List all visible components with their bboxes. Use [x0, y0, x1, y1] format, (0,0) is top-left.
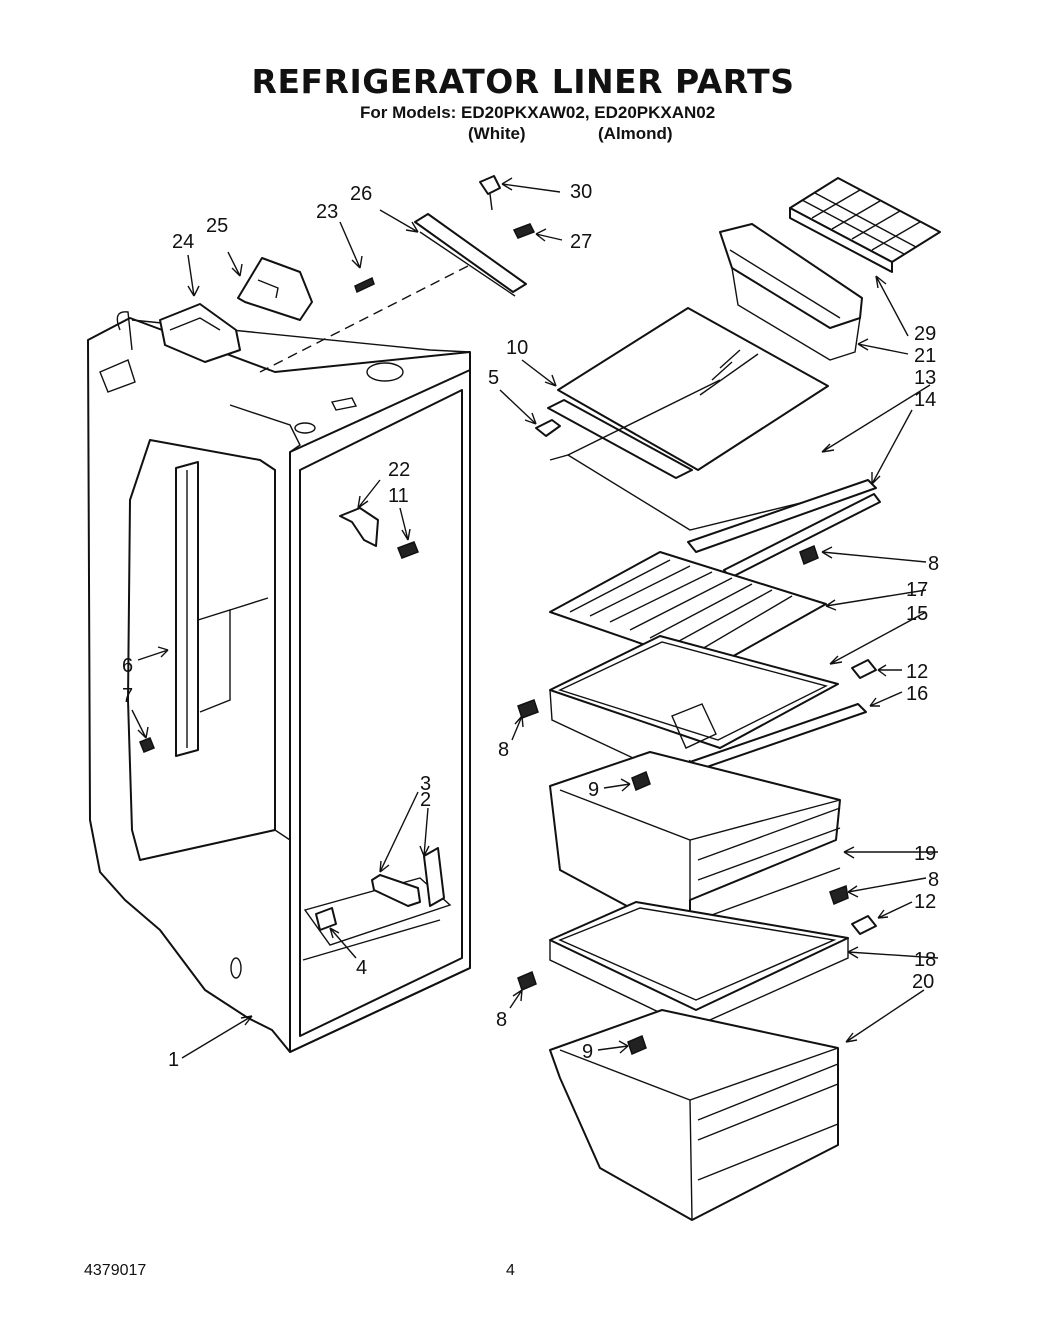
callout-numbers: 1 2 3 4 5 6 7 8 8 8 8 9 9 10 11 12 12 13…: [122, 181, 939, 1071]
variant-almond: (Almond): [598, 124, 673, 143]
part-2-bracket: [423, 847, 445, 907]
callout-8-lower: 8: [496, 1009, 507, 1031]
callout-10: 10: [506, 337, 528, 359]
callout-18: 18: [914, 949, 936, 971]
callout-26: 26: [350, 183, 372, 205]
part-22-bracket: [339, 507, 379, 547]
callout-25: 25: [206, 215, 228, 237]
callout-3: 3: [420, 773, 431, 795]
callout-21: 21: [914, 345, 936, 367]
door-bin: [719, 223, 863, 361]
callout-2: 2: [420, 789, 431, 811]
page-title: REFRIGERATOR LINER PARTS: [251, 62, 795, 101]
callout-6: 6: [122, 655, 133, 677]
callout-30: 30: [570, 181, 592, 203]
crisper-frame: [549, 635, 867, 781]
glass-shelf: [535, 307, 881, 579]
crisper-drawer: [549, 751, 841, 941]
callout-15: 15: [906, 603, 928, 625]
fasteners: [517, 544, 877, 1056]
callout-9-lower: 9: [582, 1041, 593, 1063]
bottom-shelf: [549, 901, 849, 1029]
page-number: 4: [506, 1262, 515, 1279]
callout-8-right: 8: [928, 869, 939, 891]
callout-22: 22: [388, 459, 410, 481]
callout-17: 17: [906, 579, 928, 601]
callout-5: 5: [488, 367, 499, 389]
callout-23: 23: [316, 201, 338, 223]
callout-8-upper: 8: [928, 553, 939, 575]
part-30-clip: [479, 175, 501, 195]
callout-16: 16: [906, 683, 928, 705]
screw-23: [354, 276, 375, 294]
callout-4: 4: [356, 957, 367, 979]
callout-14: 14: [914, 389, 936, 411]
callout-11: 11: [388, 485, 409, 507]
callout-12-lower: 12: [914, 891, 936, 913]
part-25-bracket: [237, 257, 313, 321]
callout-13: 13: [914, 367, 936, 389]
liner-rail: [175, 461, 269, 757]
callout-19: 19: [914, 843, 936, 865]
callout-27: 27: [570, 231, 592, 253]
callout-8-left: 8: [498, 739, 509, 761]
part-24-housing: [159, 303, 241, 363]
refrigerator-liner: [87, 311, 471, 1053]
document-number: 4379017: [84, 1262, 147, 1279]
callout-20: 20: [912, 971, 934, 993]
screw-11: [397, 541, 419, 559]
variant-white: (White): [468, 124, 526, 143]
leader-lines: [131, 177, 939, 1059]
bottom-drawer: [549, 1009, 839, 1221]
screw-27: [512, 223, 536, 239]
callout-9-upper: 9: [588, 779, 599, 801]
part-3-bracket: [371, 874, 421, 907]
callout-12-upper: 12: [906, 661, 928, 683]
part-4-light: [315, 907, 337, 931]
ice-tray: [789, 177, 941, 273]
screw-7: [139, 737, 155, 753]
callout-1: 1: [168, 1049, 179, 1071]
callout-29: 29: [914, 323, 936, 345]
callout-7: 7: [122, 685, 133, 707]
models-line: For Models: ED20PKXAW02, ED20PKXAN02: [360, 103, 716, 122]
part-26-rail: [414, 213, 527, 293]
callout-24: 24: [172, 231, 194, 253]
